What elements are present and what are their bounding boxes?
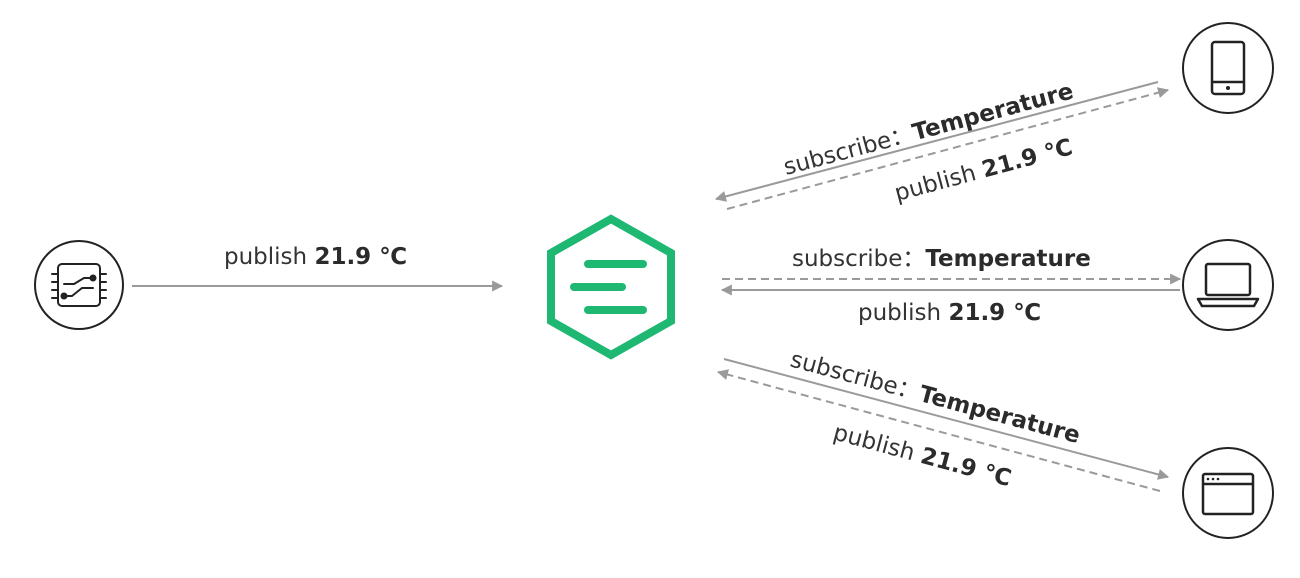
subscriber-laptop-node xyxy=(1182,239,1274,331)
broker-node xyxy=(547,214,675,360)
circuit-board-icon xyxy=(51,263,107,307)
subscribe-arrow-browser xyxy=(723,358,1170,480)
publish-arrow-browser xyxy=(716,369,1161,492)
subscribe-arrow-phone xyxy=(714,81,1159,202)
publish-label-browser: publish 21.9 ℃ xyxy=(830,420,1014,492)
subscriber-phone-node xyxy=(1182,22,1274,114)
emqx-logo-icon xyxy=(570,260,647,314)
smartphone-icon xyxy=(1210,40,1246,96)
subscriber-browser-node xyxy=(1182,447,1274,539)
laptop-icon xyxy=(1196,262,1260,308)
browser-window-icon xyxy=(1201,472,1255,516)
subscribe-label-laptop: subscribe：Temperature xyxy=(792,246,1091,272)
publisher-node xyxy=(34,240,124,330)
subscribe-label-browser: subscribe：Temperature xyxy=(787,347,1082,449)
publish-arrow-phone xyxy=(726,87,1170,210)
publish-label-laptop: publish 21.9 ℃ xyxy=(858,300,1041,326)
publisher-label: publish 21.9 ℃ xyxy=(224,244,407,270)
